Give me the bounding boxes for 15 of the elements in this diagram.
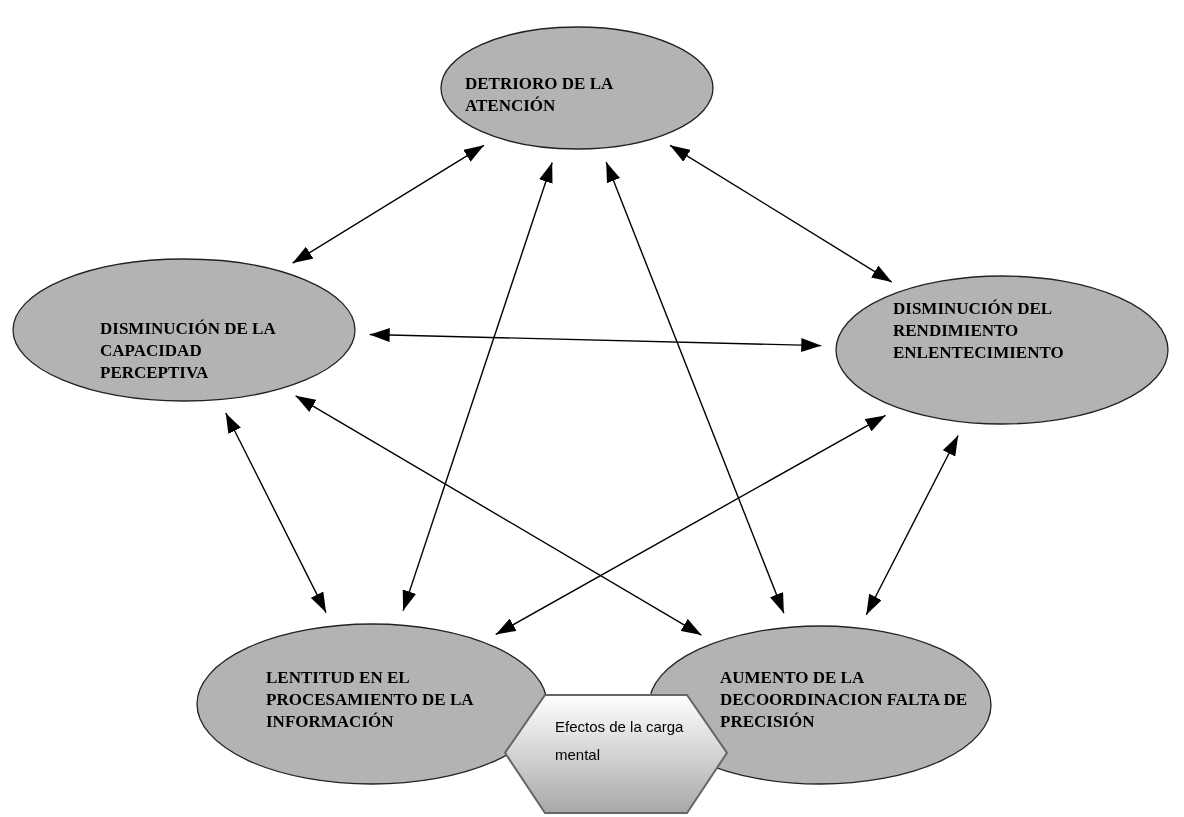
double-arrow xyxy=(495,414,887,636)
double-arrow xyxy=(225,412,327,614)
node-text: DETRIORO DE LA ATENCIÓN xyxy=(465,73,614,117)
double-arrow xyxy=(294,395,703,636)
double-arrow xyxy=(369,328,822,353)
double-arrow xyxy=(865,434,959,616)
node-text: AUMENTO DE LA DECOORDINACION FALTA DE PRECISIÓN xyxy=(720,667,969,733)
node-text: Efectos de la carga mental xyxy=(555,717,685,765)
node-text: DISMINUCIÓN DEL RENDIMIENTO ENLENTECIMIENTO xyxy=(893,298,1065,364)
node-text: DISMINUCIÓN DE LA CAPACIDAD PERCEPTIVA xyxy=(100,318,275,384)
double-arrow xyxy=(669,144,893,283)
double-arrow xyxy=(291,144,485,264)
node-text: LENTITUD EN EL PROCESAMIENTO DE LA INFORMACIÓN xyxy=(266,667,475,733)
double-arrow xyxy=(605,161,785,614)
double-arrow xyxy=(402,161,553,612)
